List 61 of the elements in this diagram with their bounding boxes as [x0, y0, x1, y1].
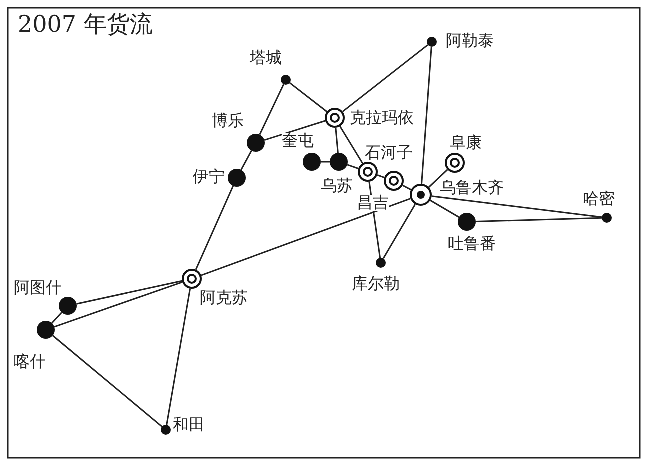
city-ring-symbol [325, 108, 345, 128]
city-dot [376, 258, 386, 268]
city-dot [59, 297, 77, 315]
route-line [259, 84, 285, 136]
route-line [340, 126, 364, 164]
route-line [290, 82, 328, 112]
city-label: 克拉玛依 [350, 110, 414, 126]
city-label: 吐鲁番 [448, 236, 496, 252]
route-line [321, 161, 330, 163]
city-ring-symbol [358, 162, 378, 182]
city-dot [458, 213, 476, 231]
city-label: 塔城 [250, 50, 282, 66]
route-line [54, 282, 183, 328]
city-label: 库尔勒 [352, 276, 400, 292]
route-line [52, 335, 163, 428]
route-line [402, 184, 412, 191]
city-label: 喀什 [14, 354, 46, 370]
route-line [76, 280, 182, 305]
route-line [476, 217, 602, 222]
city-ring-symbol [445, 153, 465, 173]
city-ring-symbol [410, 184, 432, 206]
city-dot [281, 75, 291, 85]
map-title: 2007 年货流 [18, 14, 153, 37]
city-dot [427, 37, 437, 47]
route-line [421, 46, 432, 184]
city-label: 乌苏 [321, 178, 353, 194]
route-line [430, 200, 460, 218]
city-label: 阿图什 [14, 280, 62, 296]
route-line [335, 128, 339, 154]
route-line [342, 44, 429, 112]
route-line [382, 204, 416, 260]
city-label: 乌鲁木齐 [440, 180, 504, 196]
city-label: 博乐 [212, 113, 244, 129]
route-line [377, 174, 385, 178]
city-label: 阿勒泰 [446, 33, 494, 49]
route-line [428, 169, 448, 188]
city-ring-symbol [182, 269, 202, 289]
city-dot [247, 134, 265, 152]
city-ring-symbol [384, 171, 404, 191]
route-line [195, 186, 234, 270]
route-line [201, 198, 411, 276]
city-dot [228, 169, 246, 187]
route-line [432, 196, 602, 218]
city-dot [161, 425, 171, 435]
city-label: 石河子 [365, 145, 413, 161]
city-dot [330, 153, 348, 171]
route-line [347, 164, 359, 170]
city-label: 和田 [173, 417, 205, 433]
city-label: 昌吉 [357, 195, 389, 211]
city-dot [37, 321, 55, 339]
city-label: 奎屯 [282, 133, 314, 149]
city-label: 伊宁 [193, 169, 225, 185]
city-label: 哈密 [583, 191, 615, 207]
city-dot [303, 153, 321, 171]
city-label: 阿克苏 [200, 290, 248, 306]
route-line [240, 150, 252, 170]
city-dot [602, 213, 612, 223]
route-line [52, 312, 62, 324]
city-label: 阜康 [450, 135, 482, 151]
route-line [166, 288, 192, 426]
route-line [264, 120, 326, 141]
